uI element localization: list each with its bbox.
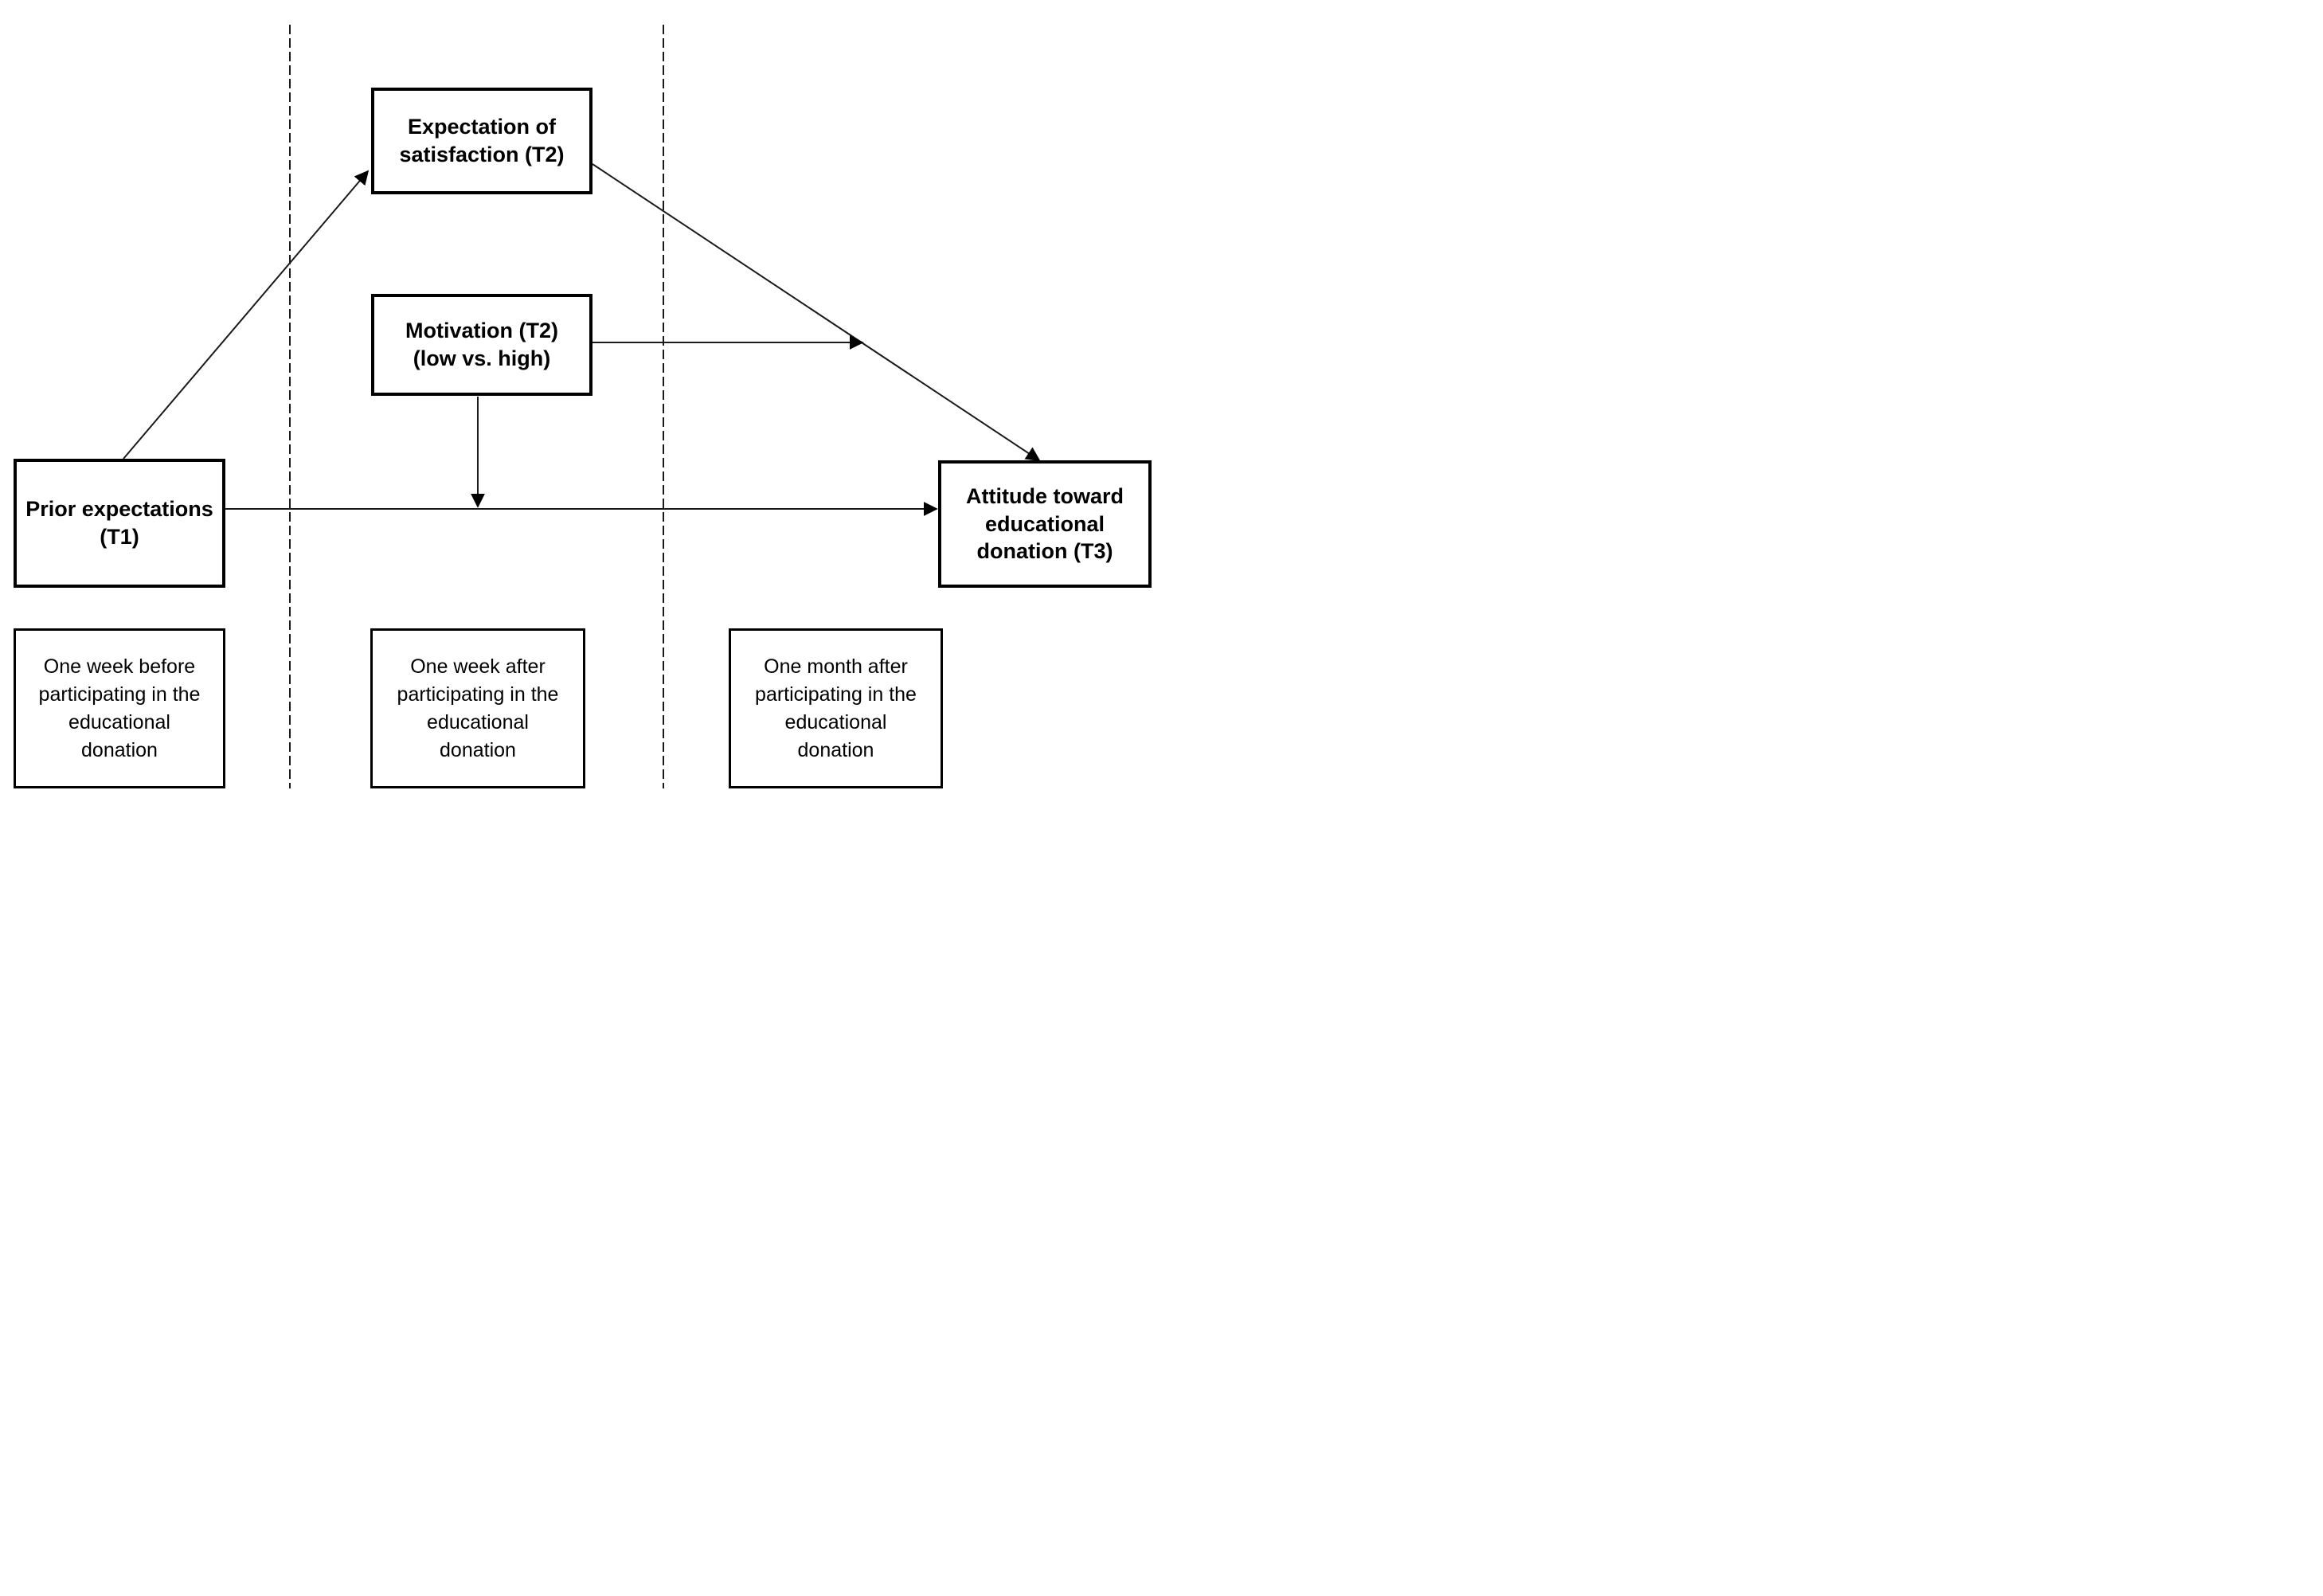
edge-prior-to-expectation [123, 170, 370, 460]
node-attitude-toward-donation: Attitude toward educational donation (T3… [938, 460, 1152, 588]
edge-expectation-to-attitude [592, 163, 1041, 461]
node-prior-expectations: Prior expectations (T1) [14, 459, 225, 588]
node-period-one-month-after: One month after participating in the edu… [729, 628, 943, 788]
diagram-canvas: Expectation of satisfaction (T2) Motivat… [0, 0, 1161, 798]
node-expectation-of-satisfaction: Expectation of satisfaction (T2) [371, 88, 592, 194]
node-period-one-week-before: One week before participating in the edu… [14, 628, 225, 788]
diagram-connectors [123, 25, 1041, 788]
node-motivation: Motivation (T2) (low vs. high) [371, 294, 592, 396]
node-period-one-week-after: One week after participating in the educ… [370, 628, 585, 788]
